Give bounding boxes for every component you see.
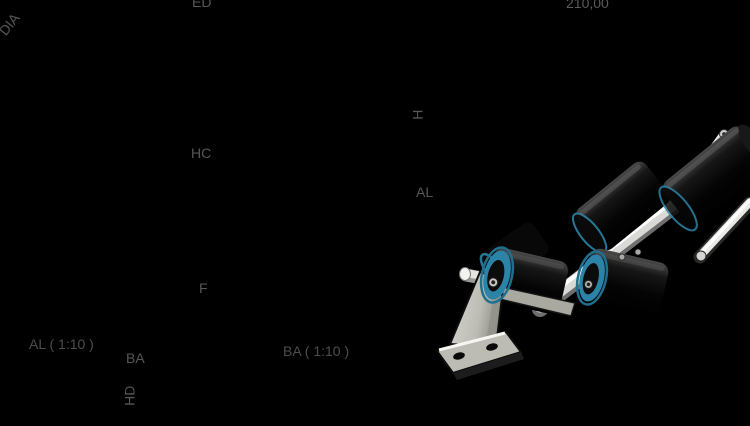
roller-top-right: [658, 124, 750, 232]
view-label-dia: DIA: [0, 10, 23, 39]
roller-back-small: [479, 222, 549, 285]
shaft-end-top: [706, 129, 729, 157]
bracket-support-arm: [494, 285, 576, 317]
shaft-end-left: [459, 267, 505, 288]
roller-lower-middle: [581, 248, 669, 318]
roller-hub-left: [479, 246, 515, 304]
view-label-hc: HC: [191, 145, 212, 161]
view-label-h: H: [409, 109, 426, 120]
view-label-al-scale: AL ( 1:10 ): [29, 336, 94, 352]
roller-hub-middle: [575, 250, 609, 306]
view-label-hd: HD: [121, 385, 138, 406]
roller-upper-middle: [571, 161, 670, 254]
view-label-ba: BA: [126, 350, 145, 366]
support-arm-right: [693, 196, 750, 264]
link-bolts: [618, 248, 642, 261]
view-label-ed: ED: [192, 0, 212, 10]
main-shaft-tube: [532, 142, 750, 317]
view-label-f: F: [199, 280, 208, 296]
mounting-bracket: [435, 270, 524, 380]
roller-lower-left: [485, 248, 569, 314]
view-label-ba-scale: BA ( 1:10 ): [283, 343, 350, 359]
dimension-value: 210,00: [566, 0, 609, 11]
view-label-al: AL: [416, 184, 434, 200]
